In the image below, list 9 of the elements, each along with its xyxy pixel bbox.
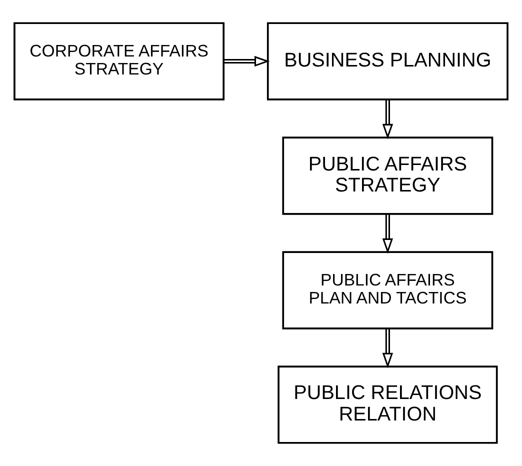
node-box: PUBLIC RELATIONS RELATION — [278, 366, 498, 444]
arrow — [382, 214, 394, 254]
node-box: PUBLIC AFFAIRS PLAN AND TACTICS — [282, 251, 494, 330]
node-box: BUSINESS PLANNING — [266, 22, 508, 100]
node-box: CORPORATE AFFAIRS STRATEGY — [14, 22, 225, 100]
node-box: PUBLIC AFFAIRS STRATEGY — [282, 136, 494, 215]
arrow — [224, 56, 270, 67]
arrow — [382, 100, 394, 140]
arrow — [382, 328, 394, 368]
